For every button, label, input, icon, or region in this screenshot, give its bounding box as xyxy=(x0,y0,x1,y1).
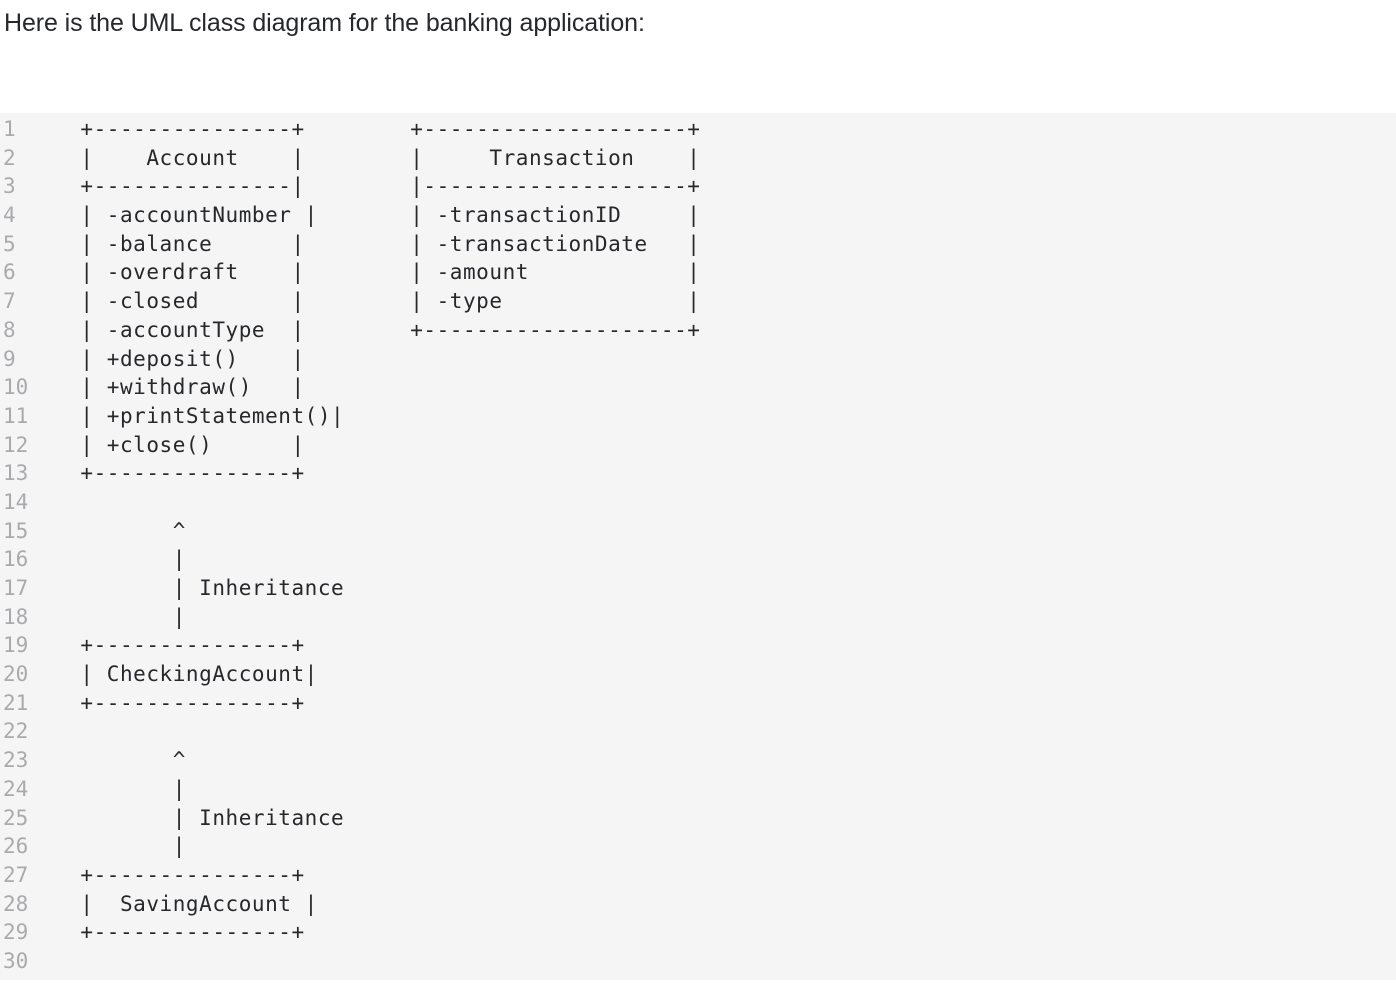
code-row: 30 xyxy=(0,947,1396,976)
code-row: 21 +---------------+ xyxy=(0,689,1396,718)
code-row: 3 +---------------| |-------------------… xyxy=(0,172,1396,201)
code-line-text: | -accountType | +--------------------+ xyxy=(54,317,701,342)
line-number: 7 xyxy=(3,289,16,314)
code-row: 14 xyxy=(0,488,1396,517)
line-number: 17 xyxy=(3,576,29,600)
code-line-text: | +deposit() | xyxy=(54,346,305,371)
code-row: 20 | CheckingAccount| xyxy=(0,660,1396,689)
code-line-text: | Inheritance xyxy=(54,805,345,830)
line-number: 9 xyxy=(3,346,16,371)
line-number: 3 xyxy=(3,174,16,199)
code-row: 16 | xyxy=(0,545,1396,574)
code-row: 25 | Inheritance xyxy=(0,804,1396,833)
line-number: 16 xyxy=(3,547,29,572)
line-number: 15 xyxy=(3,518,29,543)
code-row: 13 +---------------+ xyxy=(0,459,1396,488)
line-number: 28 xyxy=(3,891,29,916)
line-number: 6 xyxy=(3,260,16,285)
code-line-text: | Inheritance xyxy=(54,576,345,600)
line-number: 22 xyxy=(3,719,29,744)
line-number: 19 xyxy=(3,633,29,658)
code-row: 1 +---------------+ +-------------------… xyxy=(0,115,1396,144)
code-lines-container: 1 +---------------+ +-------------------… xyxy=(0,115,1396,976)
code-line-text: +---------------+ +--------------------+ xyxy=(54,117,701,141)
line-number: 24 xyxy=(3,776,29,801)
line-number: 27 xyxy=(3,862,29,887)
line-number: 29 xyxy=(3,920,29,945)
code-line-text: | -closed | | -type | xyxy=(54,289,701,314)
code-line-text: +---------------+ xyxy=(54,461,305,486)
code-row: 11 | +printStatement()| xyxy=(0,402,1396,431)
code-row: 26 | xyxy=(0,832,1396,861)
code-line-text: +---------------+ xyxy=(54,690,305,715)
line-number: 26 xyxy=(3,834,29,859)
code-row: 27 +---------------+ xyxy=(0,861,1396,890)
line-number: 13 xyxy=(3,461,29,486)
line-number: 25 xyxy=(3,805,29,830)
code-row: 4 | -accountNumber | | -transactionID | xyxy=(0,201,1396,230)
code-line-text: +---------------+ xyxy=(54,920,305,945)
code-line-text: | -accountNumber | | -transactionID | xyxy=(54,203,701,228)
code-line-text: | xyxy=(54,776,186,801)
code-line-text: | CheckingAccount| xyxy=(54,662,318,687)
code-row: 18 | xyxy=(0,603,1396,632)
line-number: 8 xyxy=(3,317,16,342)
line-number: 2 xyxy=(3,145,16,170)
code-row: 8 | -accountType | +--------------------… xyxy=(0,316,1396,345)
code-row: 9 | +deposit() | xyxy=(0,345,1396,374)
intro-paragraph: Here is the UML class diagram for the ba… xyxy=(4,9,645,37)
code-row: 6 | -overdraft | | -amount | xyxy=(0,258,1396,287)
code-line-text: | -balance | | -transactionDate | xyxy=(54,231,701,256)
code-line-text: | +printStatement()| xyxy=(54,403,345,428)
code-line-text: +---------------+ xyxy=(54,862,305,887)
code-line-text: | -overdraft | | -amount | xyxy=(54,260,701,285)
code-row: 7 | -closed | | -type | xyxy=(0,287,1396,316)
code-line-text: | SavingAccount | xyxy=(54,891,318,916)
line-number: 20 xyxy=(3,662,29,687)
line-number: 18 xyxy=(3,604,29,629)
line-number: 11 xyxy=(3,403,29,428)
code-row: 12 | +close() | xyxy=(0,431,1396,460)
code-line-text: | +close() | xyxy=(54,432,305,457)
line-number: 4 xyxy=(3,203,16,228)
code-row: 15 ^ xyxy=(0,517,1396,546)
code-row: 23 ^ xyxy=(0,746,1396,775)
code-line-text: +---------------+ xyxy=(54,633,305,658)
line-number: 10 xyxy=(3,375,29,400)
code-line-text: ^ xyxy=(54,518,186,543)
code-row: 2 | Account | | Transaction | xyxy=(0,144,1396,173)
code-line-text: | Account | | Transaction | xyxy=(54,145,701,170)
line-number: 5 xyxy=(3,231,16,256)
code-row: 22 xyxy=(0,717,1396,746)
code-row: 29 +---------------+ xyxy=(0,918,1396,947)
code-row: 17 | Inheritance xyxy=(0,574,1396,603)
code-row: 10 | +withdraw() | xyxy=(0,373,1396,402)
code-row: 19 +---------------+ xyxy=(0,631,1396,660)
code-row: 28 | SavingAccount | xyxy=(0,890,1396,919)
code-line-text: | +withdraw() | xyxy=(54,375,305,400)
line-number: 30 xyxy=(3,948,29,973)
code-block: 1 +---------------+ +-------------------… xyxy=(0,113,1396,980)
code-line-text: | xyxy=(54,547,186,572)
code-row: 24 | xyxy=(0,775,1396,804)
line-number: 1 xyxy=(3,117,16,141)
code-line-text: +---------------| |--------------------+ xyxy=(54,174,701,199)
code-row: 5 | -balance | | -transactionDate | xyxy=(0,230,1396,259)
line-number: 14 xyxy=(3,489,29,514)
line-number: 23 xyxy=(3,748,29,773)
line-number: 21 xyxy=(3,690,29,715)
code-line-text: ^ xyxy=(54,748,186,773)
code-line-text: | xyxy=(54,834,186,859)
line-number: 12 xyxy=(3,432,29,457)
code-line-text: | xyxy=(54,604,186,629)
